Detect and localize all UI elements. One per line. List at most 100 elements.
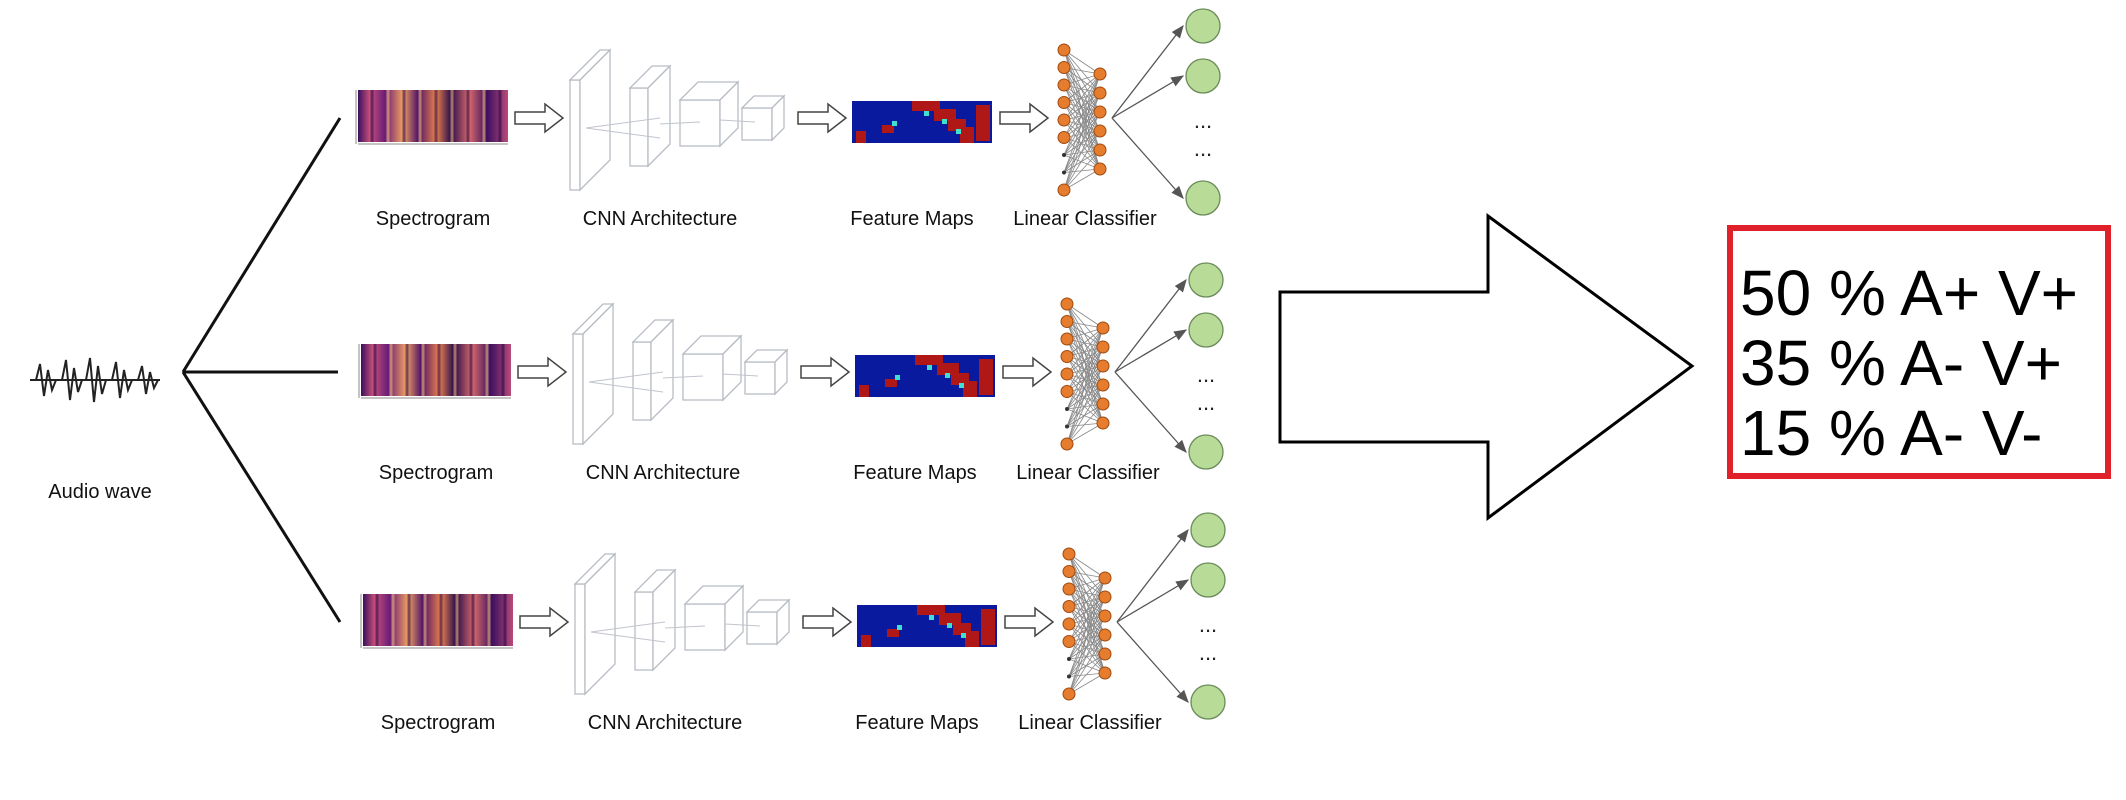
classifier-edge xyxy=(1066,365,1104,445)
classifier-edge xyxy=(1068,653,1106,695)
output-node xyxy=(1190,684,1226,720)
classifier-edge xyxy=(1063,73,1101,173)
fan-line-top xyxy=(181,117,342,373)
neuron-node xyxy=(1062,582,1076,596)
fan-line-bottom xyxy=(181,371,342,623)
classifier-edge xyxy=(1063,102,1101,151)
neuron-node xyxy=(1093,86,1107,100)
classifier-edge xyxy=(1066,303,1104,367)
feature-activation xyxy=(856,131,866,143)
neuron-node xyxy=(1093,143,1107,157)
classifier-edge xyxy=(1066,384,1104,445)
classifier-edge xyxy=(1063,73,1101,103)
feature-activation xyxy=(895,375,900,380)
neuron-node xyxy=(1057,43,1071,57)
feature-activation xyxy=(947,623,952,628)
classifier-edge xyxy=(1068,623,1106,655)
linear-classifier-label: Linear Classifier xyxy=(1018,712,1162,734)
output-ellipsis: ... xyxy=(1197,362,1215,387)
arrow-to-cnn xyxy=(519,606,570,638)
feature-activation xyxy=(859,385,869,397)
arrow-to-classifier xyxy=(999,102,1050,134)
neuron-node xyxy=(1060,297,1074,311)
neuron-node xyxy=(1096,340,1110,354)
neuron-ellipsis-dot xyxy=(1065,424,1069,429)
cnn-architecture-label: CNN Architecture xyxy=(586,462,741,484)
cnn-architecture-label: CNN Architecture xyxy=(583,208,738,230)
spectrogram-label: Spectrogram xyxy=(376,208,491,230)
output-node xyxy=(1185,180,1221,216)
feature-activation xyxy=(939,613,961,625)
output-node xyxy=(1190,512,1226,548)
feature-maps-label: Feature Maps xyxy=(850,208,973,230)
cnn-layer-2 xyxy=(633,568,677,672)
neuron-node xyxy=(1057,78,1071,92)
cnn-layer-1 xyxy=(573,552,617,696)
classifier-edge xyxy=(1063,119,1101,151)
neuron-ellipsis-dot xyxy=(1065,407,1069,411)
arrow-to-features xyxy=(797,102,848,134)
cnn-layer-4 xyxy=(743,348,789,396)
feature-activation xyxy=(882,125,894,133)
feature-activation xyxy=(917,605,945,615)
classifier-edge xyxy=(1066,327,1104,410)
feature-activation xyxy=(924,111,929,116)
classifier-edge xyxy=(1063,130,1101,191)
classifier-edge xyxy=(1068,577,1106,660)
classifier-edge xyxy=(1068,606,1106,674)
classifier-edge xyxy=(1068,588,1106,674)
classifier-edge xyxy=(1066,327,1104,392)
classifier-edge xyxy=(1063,119,1101,170)
cnn-layer-2 xyxy=(628,64,672,168)
neuron-node xyxy=(1098,590,1112,604)
neuron-node xyxy=(1062,565,1076,578)
classifier-edge xyxy=(1063,111,1101,191)
feature-activation xyxy=(960,127,974,143)
feature-activation xyxy=(956,129,961,134)
classifier-edge xyxy=(1068,571,1106,655)
feature-activation xyxy=(929,615,934,620)
classifier-edge xyxy=(1066,346,1104,445)
cnn-connection xyxy=(590,621,761,643)
cnn-layer-1 xyxy=(571,302,615,446)
output-ellipsis: ... xyxy=(1199,612,1217,637)
feature-maps-label: Feature Maps xyxy=(853,462,976,484)
classifier-edge xyxy=(1066,303,1104,348)
output-node xyxy=(1188,312,1224,348)
audio-wave-icon xyxy=(30,357,160,403)
arrow-to-cnn xyxy=(514,102,565,134)
classifier-edge xyxy=(1068,553,1106,598)
neuron-node xyxy=(1093,105,1107,119)
feature-activation xyxy=(963,381,977,397)
linear-classifier-icon xyxy=(1057,43,1107,197)
classifier-edge xyxy=(1066,373,1104,424)
output-arrow xyxy=(1116,621,1189,703)
audio-wave-label: Audio wave xyxy=(48,481,151,503)
cnn-layer-3 xyxy=(681,334,743,402)
output-node xyxy=(1190,562,1226,598)
output-ellipsis: ... xyxy=(1194,136,1212,161)
feature-activation xyxy=(961,633,966,638)
neuron-node xyxy=(1057,183,1071,197)
feature-activation xyxy=(861,635,871,647)
classifier-edge xyxy=(1066,338,1104,405)
feature-activation xyxy=(897,625,902,630)
result-line-1: 50 % A+ V+ xyxy=(1740,257,2078,329)
arrow-to-classifier xyxy=(1002,356,1053,388)
classifier-edge xyxy=(1066,356,1104,424)
spectrogram-label: Spectrogram xyxy=(379,462,494,484)
classifier-edge xyxy=(1068,553,1106,617)
feature-activation xyxy=(945,373,950,378)
neuron-node xyxy=(1060,437,1074,451)
output-arrow xyxy=(1111,117,1184,199)
feature-activation xyxy=(927,365,932,370)
classifier-edge xyxy=(1066,356,1104,386)
classifier-edge xyxy=(1068,577,1106,642)
classifier-edge xyxy=(1066,321,1104,348)
classifier-edge xyxy=(1066,327,1104,357)
output-arrow xyxy=(1114,371,1187,453)
